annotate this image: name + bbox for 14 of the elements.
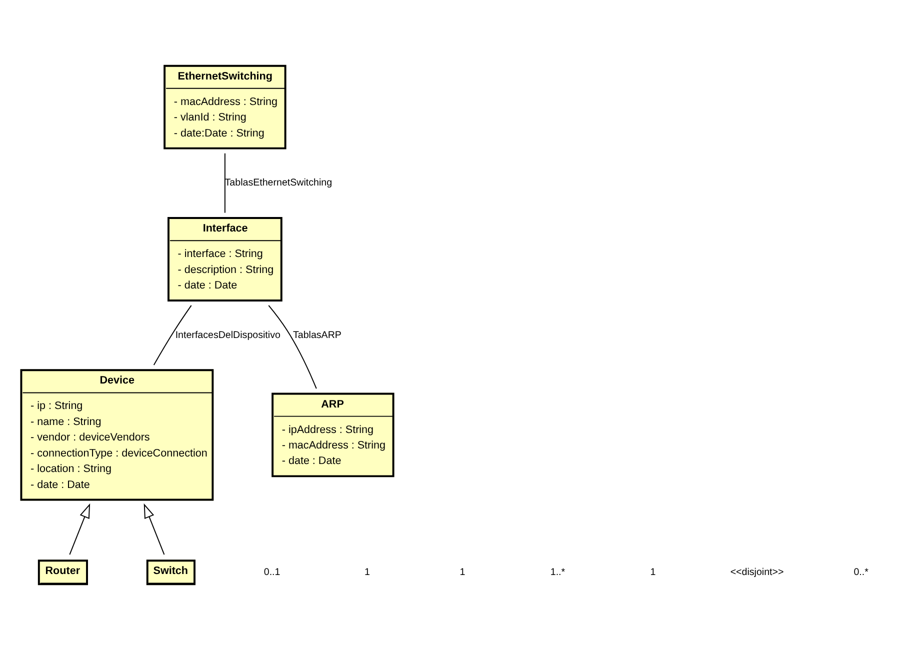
label: 1 xyxy=(364,566,370,578)
connector xyxy=(268,305,317,390)
label: 0..* xyxy=(854,566,868,578)
arrow xyxy=(144,503,165,556)
label: 1 xyxy=(650,566,656,578)
label: 0..1 xyxy=(264,566,280,578)
edge-label: TablasARP xyxy=(292,330,342,341)
label: 1..* xyxy=(550,566,566,578)
label: 1 xyxy=(460,566,466,578)
label: <<disjoint>> xyxy=(730,566,784,578)
connector xyxy=(224,152,226,214)
edge-label: InterfacesDelDispositivo xyxy=(175,330,280,341)
arrow xyxy=(69,503,90,556)
connector xyxy=(153,304,192,366)
